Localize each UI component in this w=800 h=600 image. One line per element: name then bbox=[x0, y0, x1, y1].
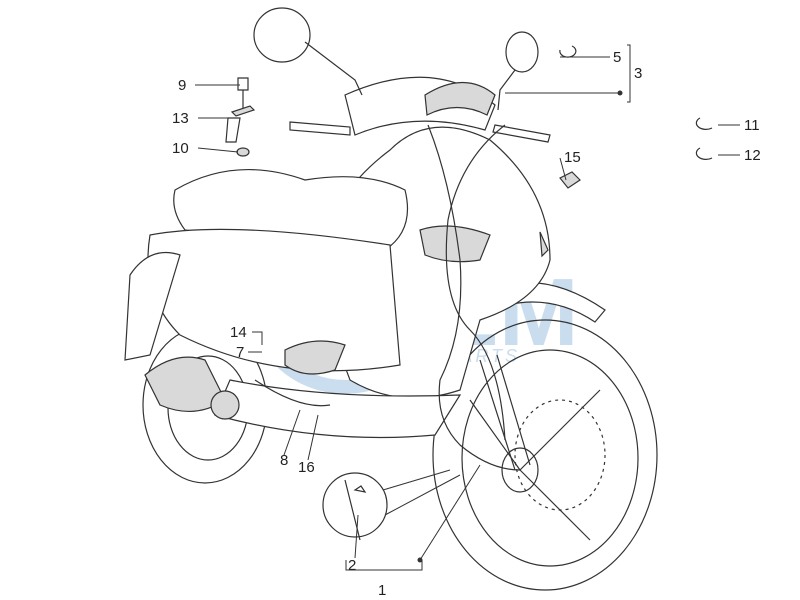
callout-12: 12 bbox=[744, 147, 761, 164]
scooter-illustration bbox=[124, 7, 658, 591]
detail-inset bbox=[322, 472, 388, 538]
bolt-part-9-icon bbox=[237, 77, 249, 110]
callout-5: 5 bbox=[613, 49, 621, 66]
windscreen-shape bbox=[424, 82, 496, 116]
washer-part-13-icon bbox=[230, 105, 256, 117]
brake-disc bbox=[514, 399, 606, 511]
callout-10: 10 bbox=[172, 140, 189, 157]
main-cable-harness bbox=[427, 124, 521, 471]
callout-leaders bbox=[195, 44, 740, 571]
rear-mudguard bbox=[124, 251, 181, 361]
callout-13: 13 bbox=[172, 110, 189, 127]
inset-clip bbox=[344, 479, 367, 541]
clip-part-12-icon bbox=[695, 147, 713, 160]
inset-pointer bbox=[382, 469, 461, 516]
callout-7: 7 bbox=[236, 344, 244, 361]
callout-11: 11 bbox=[744, 117, 760, 134]
front-tire-inner bbox=[461, 349, 639, 567]
front-fork bbox=[479, 354, 531, 471]
spacer-part-13-icon bbox=[225, 117, 241, 143]
callout-3: 3 bbox=[634, 65, 642, 82]
connector-part-15-icon bbox=[559, 171, 581, 189]
secondary-cable bbox=[445, 124, 506, 441]
callout-labels: 1 2 3 5 7 8 9 10 11 12 13 14 15 16 bbox=[172, 49, 761, 599]
clip-part-11-icon bbox=[695, 117, 713, 130]
callout-1: 1 bbox=[378, 582, 386, 599]
nut-part-10-icon bbox=[236, 147, 250, 157]
front-tire bbox=[432, 319, 658, 591]
rear-cable bbox=[254, 379, 331, 407]
callout-2: 2 bbox=[348, 557, 356, 574]
floorboard bbox=[214, 379, 462, 439]
handlebar-left bbox=[289, 121, 351, 136]
callout-15: 15 bbox=[564, 149, 581, 166]
clip-part-5-icon bbox=[559, 45, 577, 58]
handlebar-right bbox=[492, 124, 551, 143]
callout-8: 8 bbox=[280, 452, 288, 469]
front-turn-signal bbox=[539, 231, 549, 258]
front-headlight bbox=[419, 225, 491, 263]
mirror-left-stem bbox=[304, 41, 363, 96]
side-vent bbox=[284, 340, 346, 375]
callout-16: 16 bbox=[298, 459, 315, 476]
loose-parts bbox=[225, 45, 713, 189]
rear-body bbox=[147, 228, 401, 372]
mirror-left bbox=[253, 7, 311, 63]
callout-9: 9 bbox=[178, 77, 186, 94]
rear-hub bbox=[210, 390, 240, 420]
mirror-right-stem bbox=[497, 69, 516, 111]
callout-14: 14 bbox=[230, 324, 247, 341]
mirror-right bbox=[505, 31, 539, 73]
